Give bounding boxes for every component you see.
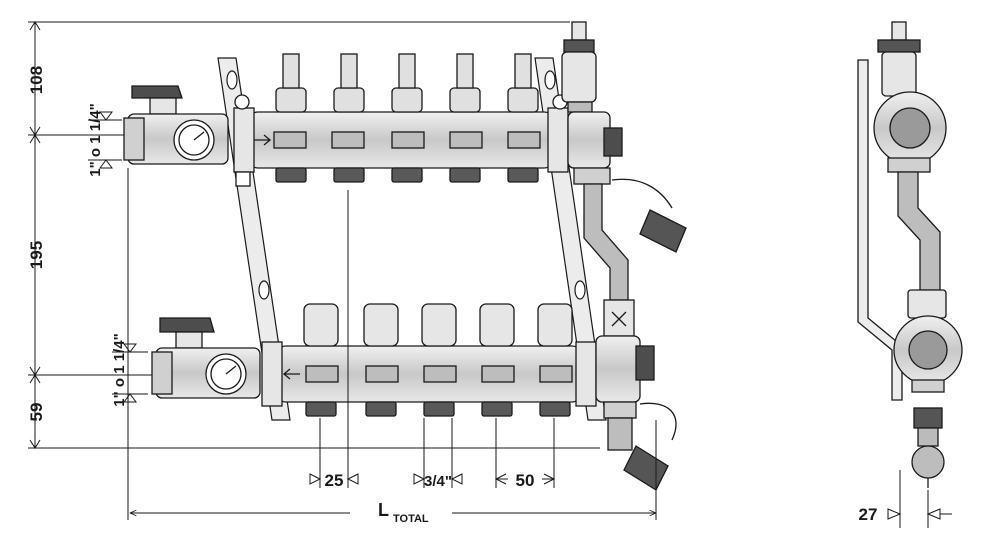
dim-side-depth: 27	[859, 505, 878, 524]
dim-middle-height: 195	[27, 241, 46, 269]
air-vent	[561, 21, 597, 113]
upper-side-valve	[567, 111, 623, 185]
upper-drain-cap	[611, 178, 687, 253]
lower-manifold	[261, 303, 597, 417]
dim-outlet-spacing-a: 25	[325, 471, 344, 490]
dim-bottom-height: 59	[27, 403, 46, 422]
dim-total-length-sub: TOTAL	[393, 513, 429, 525]
lower-side-valve	[595, 335, 655, 451]
dim-total-length-main: L	[378, 500, 389, 520]
vertical-dimension-chain	[28, 21, 600, 449]
total-length-dimension	[130, 420, 656, 520]
upper-manifold	[233, 53, 569, 187]
spacing-b-label-bg	[508, 468, 542, 490]
dim-outlet-thread: 3/4"	[424, 473, 452, 490]
dim-total-length: L TOTAL	[378, 500, 429, 525]
side-depth-dimension	[887, 470, 952, 528]
side-view	[857, 21, 963, 488]
dim-outlet-spacing-b: 50	[516, 471, 535, 490]
bypass-pipe	[583, 183, 635, 337]
inlet-thread-markers	[88, 111, 148, 520]
dim-top-height: 108	[27, 66, 46, 94]
lower-inlet-ball-valve	[151, 317, 261, 399]
upper-inlet-ball-valve	[123, 85, 229, 165]
outlet-spacing-dimensions	[309, 190, 556, 488]
inlet-size-upper-label: 1" o 1 1/4"	[87, 103, 104, 176]
